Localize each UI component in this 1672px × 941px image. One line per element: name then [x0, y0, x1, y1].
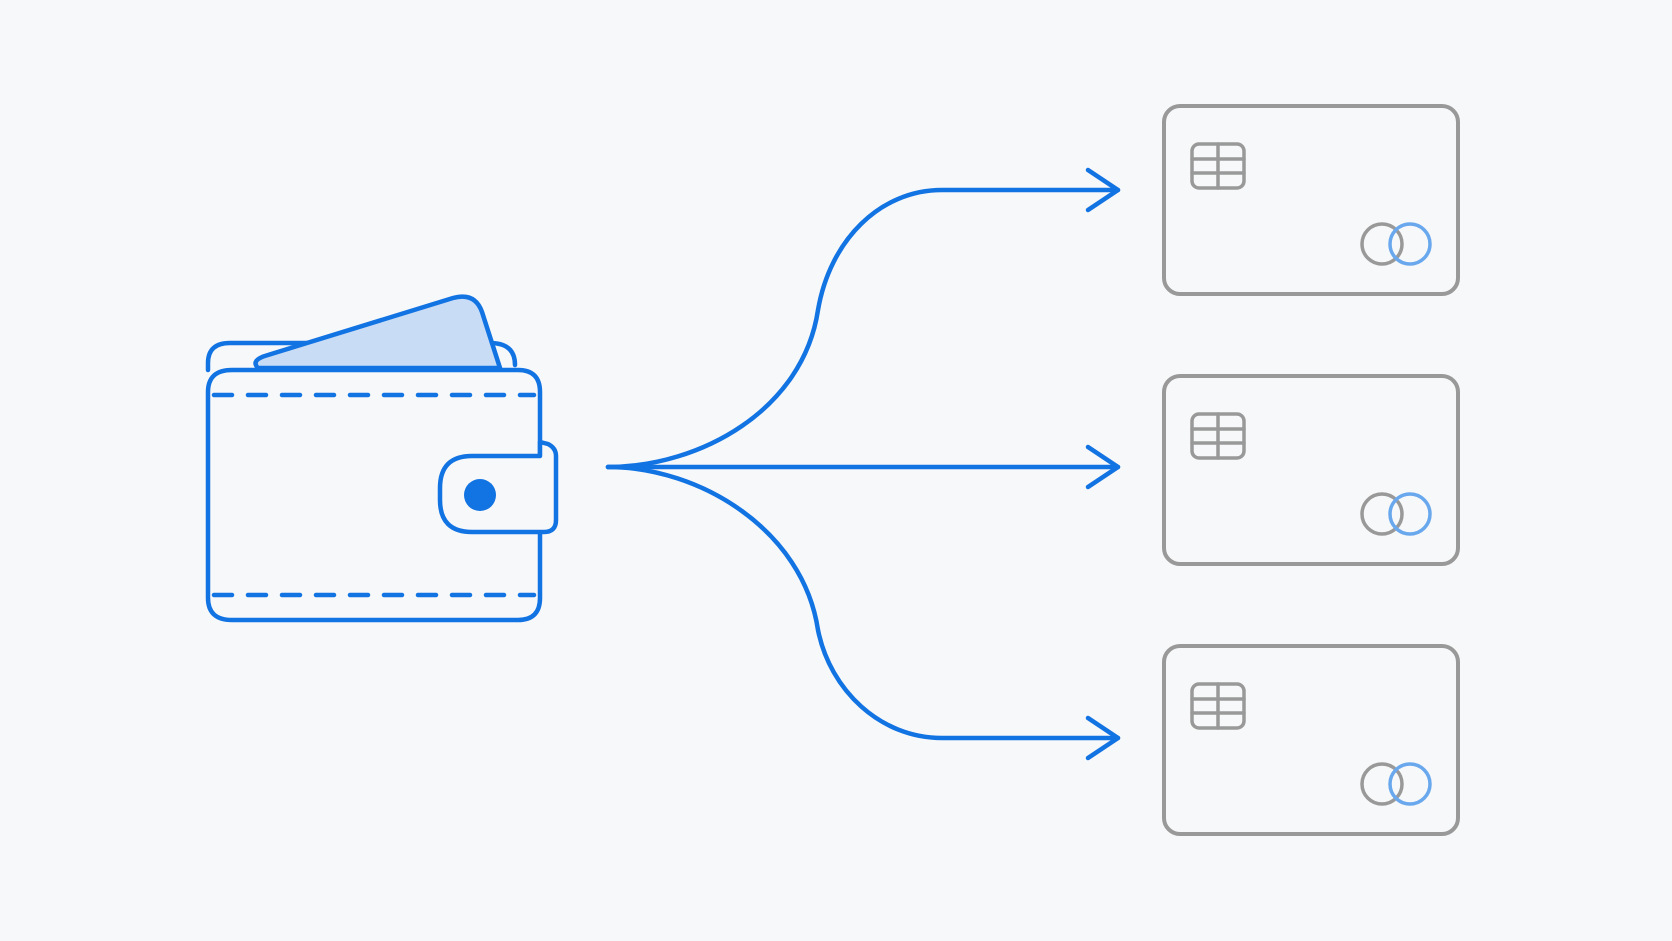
- credit-card-icon: [1162, 104, 1460, 296]
- wallet-body: [205, 367, 543, 623]
- credit-card-icon: [1162, 644, 1460, 836]
- card-network-logo-icon: [1360, 222, 1432, 266]
- card-outline: [1162, 104, 1460, 296]
- connector-bottom: [605, 464, 1121, 741]
- card-network-logo-icon: [1360, 492, 1432, 536]
- arrowhead-top-icon: [1085, 167, 1121, 213]
- wallet-icon: [205, 294, 559, 623]
- connector-top: [605, 187, 1121, 470]
- wallet-button-icon: [464, 479, 496, 511]
- credit-card-icon: [1162, 374, 1460, 566]
- chip-icon: [1190, 682, 1246, 730]
- arrowhead-bottom-icon: [1085, 715, 1121, 761]
- card-network-logo-icon: [1360, 762, 1432, 806]
- wallet-card-icon: [253, 294, 503, 371]
- card-outline: [1162, 374, 1460, 566]
- cards-group: [1162, 104, 1460, 836]
- wallet-clasp: [437, 439, 559, 535]
- arrowhead-middle-icon: [1085, 444, 1121, 490]
- wallet-back-flap: [205, 340, 518, 373]
- connectors-group: [605, 167, 1121, 761]
- chip-icon: [1190, 412, 1246, 460]
- card-outline: [1162, 644, 1460, 836]
- chip-icon: [1190, 142, 1246, 190]
